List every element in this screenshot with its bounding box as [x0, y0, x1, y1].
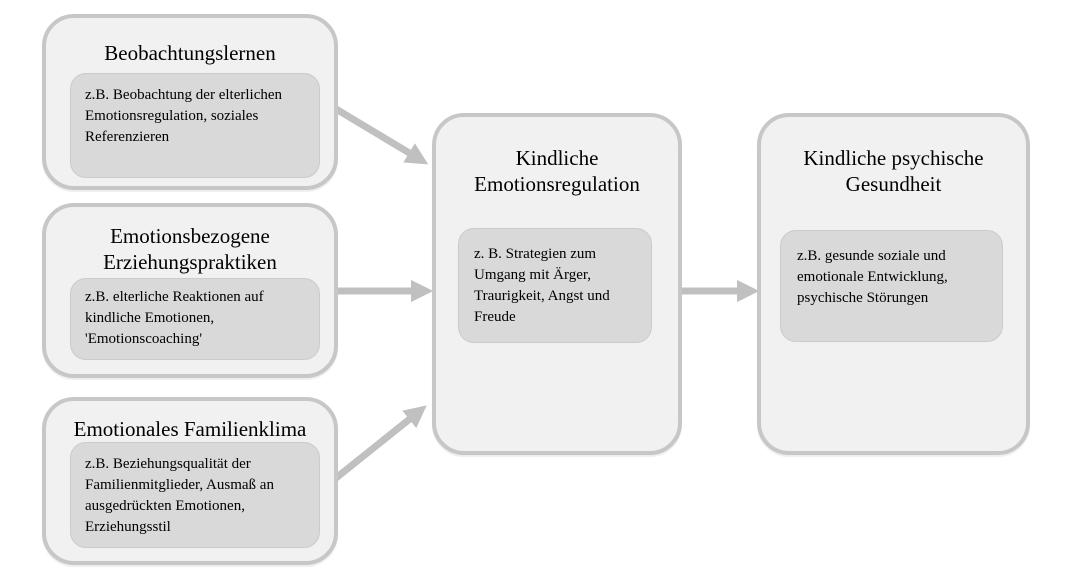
- arrow-familienklima-to-emotionsregulation: [333, 405, 427, 481]
- node-kindliche-psychische-gesundheit: Kindliche psychische Gesundheit z.B. ges…: [757, 113, 1030, 455]
- node-detail: z.B. elterliche Reaktionen auf kindliche…: [70, 278, 320, 360]
- node-detail: z.B. Beobachtung der elterlichen Emotion…: [70, 73, 320, 178]
- node-emotionsbezogene-erziehungspraktiken: Emotionsbezogene Erziehungspraktiken z.B…: [42, 203, 338, 378]
- node-detail: z. B. Strategien zum Umgang mit Ärger, T…: [458, 228, 652, 343]
- node-title: Emotionsbezogene Erziehungspraktiken: [103, 224, 277, 274]
- node-detail: z.B. gesunde soziale und emotionale Entw…: [780, 230, 1003, 342]
- node-kindliche-emotionsregulation: Kindliche Emotionsregulation z. B. Strat…: [432, 113, 682, 455]
- node-beobachtungslernen: Beobachtungslernen z.B. Beobachtung der …: [42, 14, 338, 190]
- node-detail: z.B. Beziehungsqualität der Familienmitg…: [70, 442, 320, 548]
- node-title: Kindliche psychische Gesundheit: [803, 146, 984, 196]
- node-title: Beobachtungslernen: [104, 41, 276, 65]
- arrow-beobachtungslernen-to-emotionsregulation: [334, 105, 429, 165]
- node-title: Kindliche Emotionsregulation: [474, 146, 640, 196]
- node-emotionales-familienklima: Emotionales Familienklima z.B. Beziehung…: [42, 397, 338, 565]
- node-title: Emotionales Familienklima: [73, 417, 307, 441]
